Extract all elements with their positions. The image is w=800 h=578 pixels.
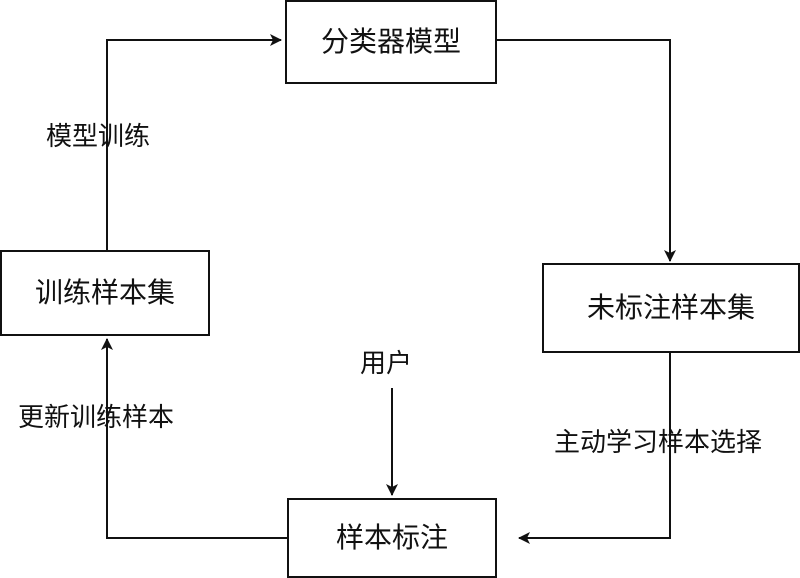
sample-labeling-box: 样本标注 xyxy=(287,498,497,578)
training-set-box: 训练样本集 xyxy=(0,250,210,336)
update-training-label: 更新训练样本 xyxy=(18,403,175,433)
sample-labeling-label: 样本标注 xyxy=(335,521,448,554)
unlabeled-set-label: 未标注样本集 xyxy=(586,291,755,324)
user-label: 用户 xyxy=(360,349,413,379)
arrow-classifier-to-unlabeled xyxy=(497,39,676,262)
classifier-model-box: 分类器模型 xyxy=(285,0,497,84)
model-training-label: 模型训练 xyxy=(46,122,151,152)
active-selection-label: 主动学习样本选择 xyxy=(554,428,763,458)
arrow-unlabeled-to-labeling xyxy=(518,353,671,544)
classifier-model-label: 分类器模型 xyxy=(320,25,461,58)
unlabeled-set-box: 未标注样本集 xyxy=(542,263,800,353)
training-set-label: 训练样本集 xyxy=(34,276,175,309)
arrow-training-to-classifier xyxy=(106,34,282,250)
arrow-labeling-to-training xyxy=(101,338,287,539)
